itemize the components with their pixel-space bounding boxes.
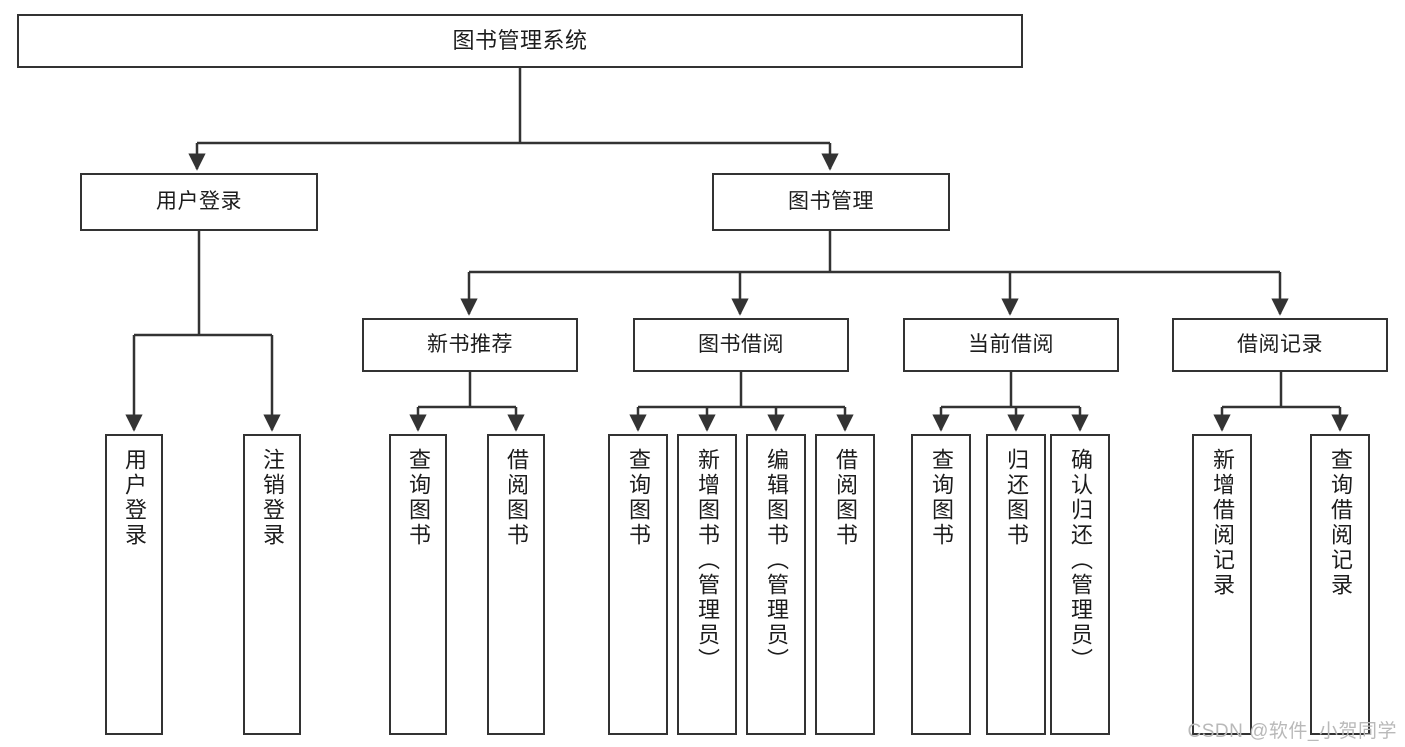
node-current-confirm-return-label: 确认归还（管理员）	[1068, 448, 1093, 673]
node-root[interactable]: 图书管理系统	[17, 14, 1023, 68]
node-record-query-label: 查询借阅记录	[1328, 448, 1353, 598]
node-borrow-record-label: 借阅记录	[1237, 332, 1323, 356]
node-current-confirm-return[interactable]: 确认归还（管理员）	[1050, 434, 1110, 735]
node-book-manage[interactable]: 图书管理	[712, 173, 950, 231]
node-new-book-query-label: 查询图书	[406, 448, 431, 548]
node-new-book-borrow[interactable]: 借阅图书	[487, 434, 545, 735]
node-user-login-login[interactable]: 用户登录	[105, 434, 163, 735]
node-record-add[interactable]: 新增借阅记录	[1192, 434, 1252, 735]
node-current-return-book-label: 归还图书	[1004, 448, 1029, 548]
node-current-query-book[interactable]: 查询图书	[911, 434, 971, 735]
node-new-book-query[interactable]: 查询图书	[389, 434, 447, 735]
node-current-borrow[interactable]: 当前借阅	[903, 318, 1119, 372]
node-borrow-query-book[interactable]: 查询图书	[608, 434, 668, 735]
node-book-borrow[interactable]: 图书借阅	[633, 318, 849, 372]
node-borrow-query-book-label: 查询图书	[626, 448, 651, 548]
node-new-book-borrow-label: 借阅图书	[504, 448, 529, 548]
node-borrow-add-book[interactable]: 新增图书（管理员）	[677, 434, 737, 735]
node-record-query[interactable]: 查询借阅记录	[1310, 434, 1370, 735]
node-user-login-logout-label: 注销登录	[260, 448, 285, 548]
node-user-login-label: 用户登录	[156, 189, 242, 213]
node-user-login-login-label: 用户登录	[122, 448, 147, 548]
node-book-manage-label: 图书管理	[788, 189, 874, 213]
node-borrow-borrow-book[interactable]: 借阅图书	[815, 434, 875, 735]
node-current-return-book[interactable]: 归还图书	[986, 434, 1046, 735]
node-borrow-borrow-book-label: 借阅图书	[833, 448, 858, 548]
node-new-book-recommend[interactable]: 新书推荐	[362, 318, 578, 372]
node-record-add-label: 新增借阅记录	[1210, 448, 1235, 598]
node-user-login[interactable]: 用户登录	[80, 173, 318, 231]
node-current-borrow-label: 当前借阅	[968, 332, 1054, 356]
node-root-label: 图书管理系统	[452, 28, 588, 54]
node-borrow-add-book-label: 新增图书（管理员）	[695, 448, 720, 673]
node-borrow-edit-book-label: 编辑图书（管理员）	[764, 448, 789, 673]
node-borrow-record[interactable]: 借阅记录	[1172, 318, 1388, 372]
node-book-borrow-label: 图书借阅	[698, 332, 784, 356]
node-user-login-logout[interactable]: 注销登录	[243, 434, 301, 735]
node-current-query-book-label: 查询图书	[929, 448, 954, 548]
node-new-book-recommend-label: 新书推荐	[427, 332, 513, 356]
node-borrow-edit-book[interactable]: 编辑图书（管理员）	[746, 434, 806, 735]
